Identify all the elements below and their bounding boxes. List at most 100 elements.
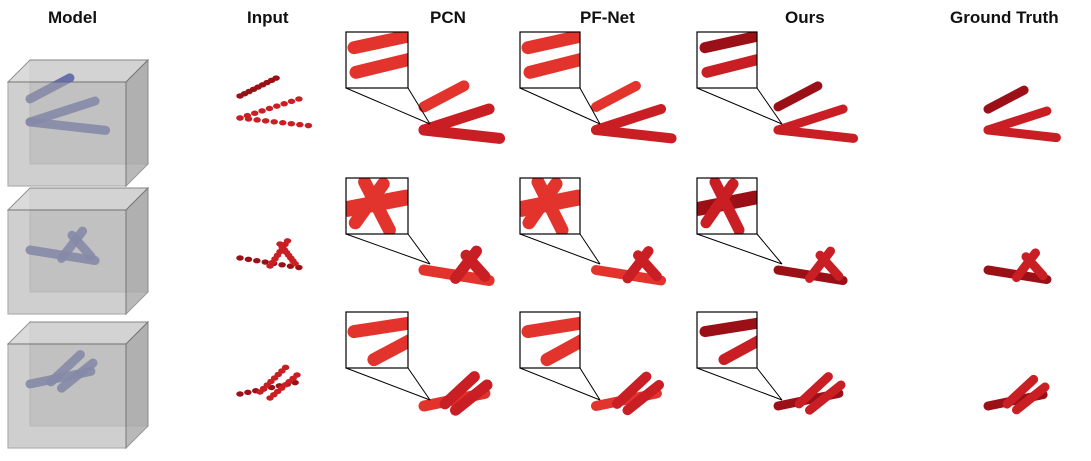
- input-point: [272, 75, 280, 81]
- zoom-frame: [345, 311, 409, 369]
- zoom-stroke: [531, 178, 569, 234]
- zoom-frame: [519, 311, 581, 369]
- box-front-face: [7, 343, 127, 449]
- zoom-connector: [519, 87, 601, 125]
- header-input: Input: [247, 8, 289, 27]
- zoom-connector: [519, 367, 601, 401]
- pcn-stroke: [418, 124, 506, 144]
- zoom-frame: [696, 311, 758, 369]
- ours-stroke: [805, 246, 835, 283]
- zoom-stroke: [367, 334, 408, 367]
- box-front-face: [7, 209, 127, 315]
- zoom-connector: [579, 233, 601, 265]
- header-ground-truth: Ground Truth: [950, 8, 1059, 27]
- input-point: [278, 262, 286, 268]
- input-point: [287, 98, 296, 105]
- input-point: [283, 238, 292, 244]
- pcn-zoom-inset: [345, 31, 431, 125]
- zoom-stroke: [358, 178, 396, 234]
- input-point: [244, 256, 253, 263]
- input-point: [296, 121, 304, 128]
- ours-stroke: [773, 81, 823, 112]
- zoom-connector: [407, 367, 431, 401]
- input-point: [273, 103, 281, 109]
- input-point: [295, 96, 303, 102]
- gt-stroke: [983, 125, 1061, 143]
- input-point: [287, 120, 296, 127]
- input-stroke: [236, 255, 303, 271]
- pfnet-cloud: [591, 371, 664, 416]
- zoom-connector: [579, 367, 601, 401]
- ours-zoom-inset: [696, 177, 783, 265]
- input-stroke: [276, 241, 299, 267]
- zoom-content: [521, 316, 580, 367]
- input-point: [291, 260, 299, 267]
- header-pcn: PCN: [430, 8, 466, 27]
- zoom-stroke: [540, 334, 580, 367]
- zoom-stroke: [523, 53, 580, 79]
- input-stroke: [236, 96, 303, 121]
- zoom-stroke: [348, 178, 390, 230]
- zoom-stroke: [701, 54, 757, 78]
- pcn-zoom-inset: [345, 177, 431, 265]
- zoom-content: [699, 317, 757, 366]
- model-box: [6, 58, 150, 188]
- pcn-stroke: [439, 371, 480, 410]
- pfnet-stroke: [612, 371, 652, 409]
- zoom-frame: [696, 177, 758, 235]
- pcn-cloud: [418, 371, 493, 416]
- input-cloud: [236, 75, 313, 129]
- ours-stroke: [773, 104, 848, 135]
- input-point: [236, 255, 244, 261]
- input-point: [261, 259, 269, 265]
- zoom-stroke: [347, 32, 408, 55]
- input-point: [258, 108, 266, 114]
- ours-cloud: [773, 372, 846, 415]
- input-cloud: [236, 238, 303, 271]
- pfnet-stroke: [622, 380, 664, 416]
- zoom-connector: [696, 87, 783, 125]
- zoom-stroke: [699, 317, 757, 338]
- header-ours: Ours: [785, 8, 825, 27]
- zoom-connector: [407, 233, 431, 265]
- zoom-stroke: [709, 178, 745, 234]
- input-point: [291, 379, 299, 386]
- input-point: [236, 391, 244, 397]
- pfnet-cloud: [591, 80, 677, 144]
- input-point: [304, 122, 313, 129]
- pfnet-stroke: [591, 80, 641, 112]
- ours-zoom-inset: [696, 31, 783, 125]
- gt-stroke: [1002, 374, 1039, 409]
- zoom-content: [347, 316, 408, 367]
- zoom-connector: [345, 233, 431, 265]
- input-point: [265, 105, 274, 112]
- zoom-content: [697, 178, 757, 234]
- gt-stroke: [1012, 382, 1050, 415]
- zoom-connector: [519, 233, 601, 265]
- gt-stroke: [1021, 252, 1048, 281]
- header-pfnet: PF-Net: [580, 8, 635, 27]
- pfnet-stroke: [591, 125, 677, 144]
- input-point: [261, 118, 270, 124]
- pfnet-cloud: [591, 246, 667, 286]
- zoom-frame: [696, 31, 758, 89]
- ours-stroke: [773, 125, 859, 143]
- pfnet-stroke: [633, 250, 662, 282]
- zoom-stroke: [718, 335, 757, 366]
- zoom-stroke: [347, 316, 408, 339]
- box-side-face: [125, 58, 149, 188]
- input-point: [236, 115, 244, 121]
- zoom-stroke: [522, 178, 563, 230]
- zoom-connector: [407, 87, 431, 125]
- zoom-connector: [756, 87, 783, 125]
- ours-cloud: [773, 246, 848, 285]
- input-stroke: [236, 115, 313, 129]
- box-side-face: [125, 186, 149, 316]
- box-front-face: [7, 81, 127, 187]
- model-box: [6, 186, 150, 316]
- pcn-cloud: [418, 245, 495, 286]
- input-point: [281, 364, 290, 371]
- pfnet-zoom-inset: [519, 177, 601, 265]
